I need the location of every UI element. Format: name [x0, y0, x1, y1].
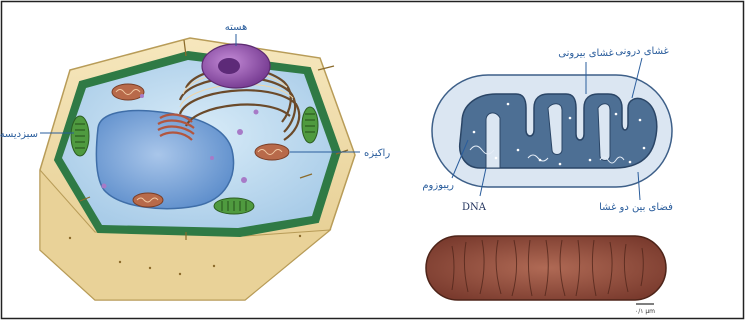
- cell-mitochondrion-3: [133, 193, 163, 207]
- cell-mitochondrion-2: [255, 144, 289, 160]
- label-ribosome: ریبوزوم: [422, 180, 454, 191]
- chloroplast-1: [71, 116, 89, 156]
- mitochondrion-micrograph: ۰/۱ μm: [426, 236, 666, 315]
- nucleolus: [218, 58, 240, 74]
- label-nucleus: هسته: [225, 22, 248, 33]
- plant-cell-diagram: هسته سبزدیسه راکیزه: [0, 22, 390, 300]
- label-inner-membrane: غشای درونی: [615, 46, 668, 57]
- cell-mitochondrion-1: [112, 84, 144, 100]
- chloroplast-3: [214, 198, 254, 214]
- label-chloroplast: سبزدیسه: [0, 129, 38, 140]
- label-outer-membrane: غشای بیرونی: [558, 48, 613, 59]
- scale-bar-label: ۰/۱ μm: [635, 308, 655, 315]
- mitochondrion-diagram: غشای درونی غشای بیرونی ریبوزوم DNA فضای …: [422, 46, 673, 213]
- chloroplast-2: [302, 107, 318, 143]
- label-intermembrane-space: فضای بین دو غشا: [599, 202, 673, 213]
- label-mitochondrion: راکیزه: [364, 148, 390, 159]
- label-dna: DNA: [462, 202, 487, 213]
